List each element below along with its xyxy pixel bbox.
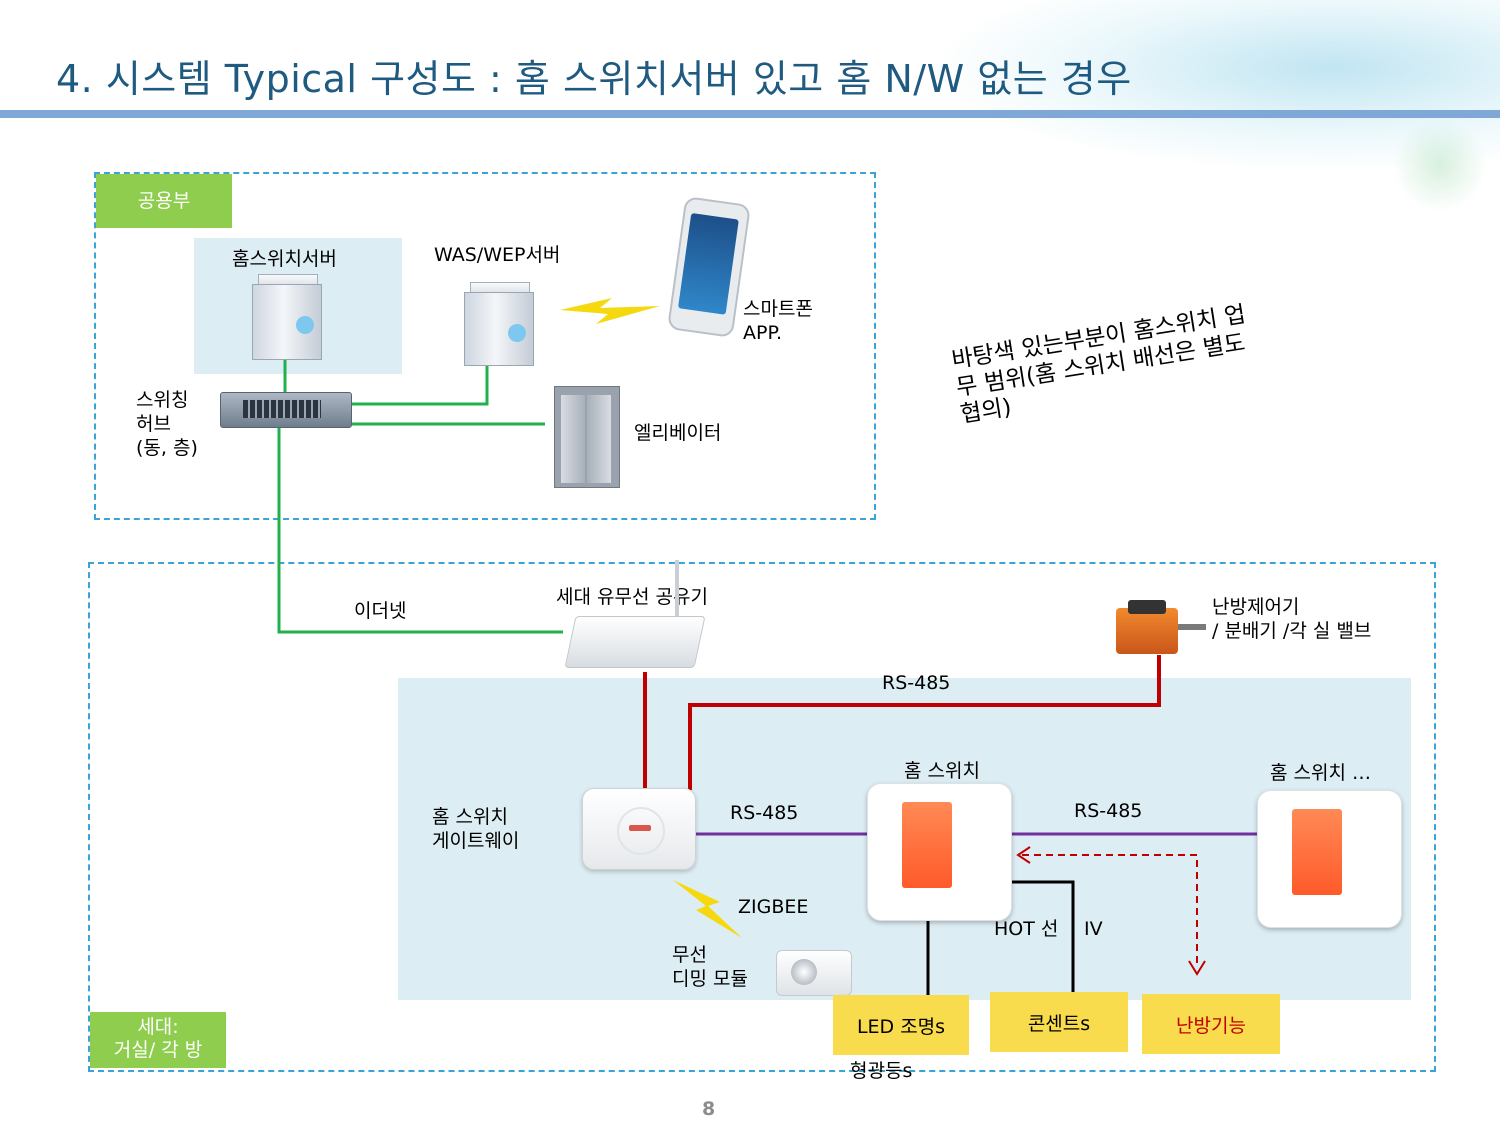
gateway-label-line-1: 홈 스위치 [432, 806, 508, 828]
switching-hub-label: 스위칭 허브 (동, 층) [136, 389, 198, 460]
smartphone-label: 스마트폰 APP. [743, 298, 813, 346]
outlets-box: 콘센트s [990, 992, 1128, 1052]
hot-line-label: HOT 선 [994, 918, 1059, 940]
heating-dashed-line [1022, 854, 1198, 968]
home-switch-more-label: 홈 스위치 … [1270, 762, 1371, 784]
elevator-icon [554, 386, 620, 488]
heating-arrowhead-left [1016, 846, 1031, 864]
gateway-label: 홈 스위치 게이트웨이 [432, 806, 519, 854]
heating-controller-icon [1116, 600, 1206, 656]
elevator-label: 엘리베이터 [634, 422, 722, 444]
title-underline [0, 110, 1500, 118]
rs485-right-label: RS-485 [1074, 800, 1143, 822]
rs485-top-label: RS-485 [882, 672, 951, 694]
page-title: 4. 시스템 Typical 구성도 : 홈 스위치서버 있고 홈 N/W 없는… [56, 57, 1132, 101]
ethernet-label: 이더넷 [354, 600, 407, 622]
household-area-tag: 세대: 거실/ 각 방 [90, 1012, 226, 1068]
wireless-dimming-label-line-2: 디밍 모듈 [672, 967, 748, 990]
wire-outlet [1012, 880, 1075, 992]
smartphone-label-line-1: 스마트폰 [743, 298, 813, 320]
household-tag-line-1: 세대: [137, 1016, 179, 1038]
router-icon [564, 616, 706, 668]
rs485-line-heating [688, 655, 1161, 790]
gateway-icon [582, 788, 696, 870]
ethernet-line-hub-router [277, 428, 563, 634]
heating-controller-label-line-1: 난방제어기 [1212, 596, 1300, 618]
heating-controller-label: 난방제어기 / 분배기 /각 실 밸브 [1212, 596, 1371, 644]
router-label: 세대 유무선 공유기 [556, 586, 708, 608]
home-switch-server-icon [252, 274, 322, 360]
dimming-module-icon [776, 950, 852, 996]
household-area-box [88, 562, 1436, 1072]
zigbee-label: ZIGBEE [738, 896, 809, 918]
gateway-label-line-2: 게이트웨이 [432, 829, 520, 852]
home-switch-icon [867, 783, 1012, 921]
fluorescent-label: 형광등s [850, 1060, 913, 1082]
home-switch-more-icon [1257, 790, 1402, 928]
router-antenna [675, 560, 679, 618]
heating-controller-label-line-2: / 분배기 /각 실 밸브 [1212, 619, 1372, 642]
was-server-icon [464, 282, 534, 366]
smartphone-label-line-2: APP. [743, 321, 782, 344]
home-switch-server-label: 홈스위치서버 [232, 248, 337, 270]
switching-hub-label-line-3: (동, 층) [136, 436, 198, 459]
switching-hub-icon [220, 392, 352, 428]
switching-hub-label-line-1: 스위칭 [136, 389, 189, 411]
common-area-tag: 공용부 [96, 174, 232, 228]
rs485-left-label: RS-485 [730, 802, 799, 824]
wireless-dimming-label: 무선 디밍 모듈 [672, 944, 748, 992]
home-switch-label: 홈 스위치 [904, 760, 980, 782]
zigbee-bolt [673, 880, 742, 938]
ethernet-line-hub-was [352, 360, 489, 406]
was-server-label: WAS/WEP서버 [434, 244, 561, 266]
led-lighting-box: LED 조명s [833, 995, 969, 1055]
heating-function-box: 난방기능 [1142, 994, 1280, 1054]
header-decoration-bubble [1390, 120, 1490, 210]
wireless-bolt-phone [560, 298, 660, 324]
household-tag-line-2: 거실/ 각 방 [113, 1038, 203, 1061]
common-area-box [94, 172, 876, 520]
switching-hub-label-line-2: 허브 [136, 412, 171, 435]
page-number: 8 [702, 1098, 716, 1120]
iv-label: IV [1084, 918, 1103, 940]
wireless-dimming-label-line-1: 무선 [672, 944, 707, 966]
heating-arrowhead-down [1188, 960, 1206, 976]
